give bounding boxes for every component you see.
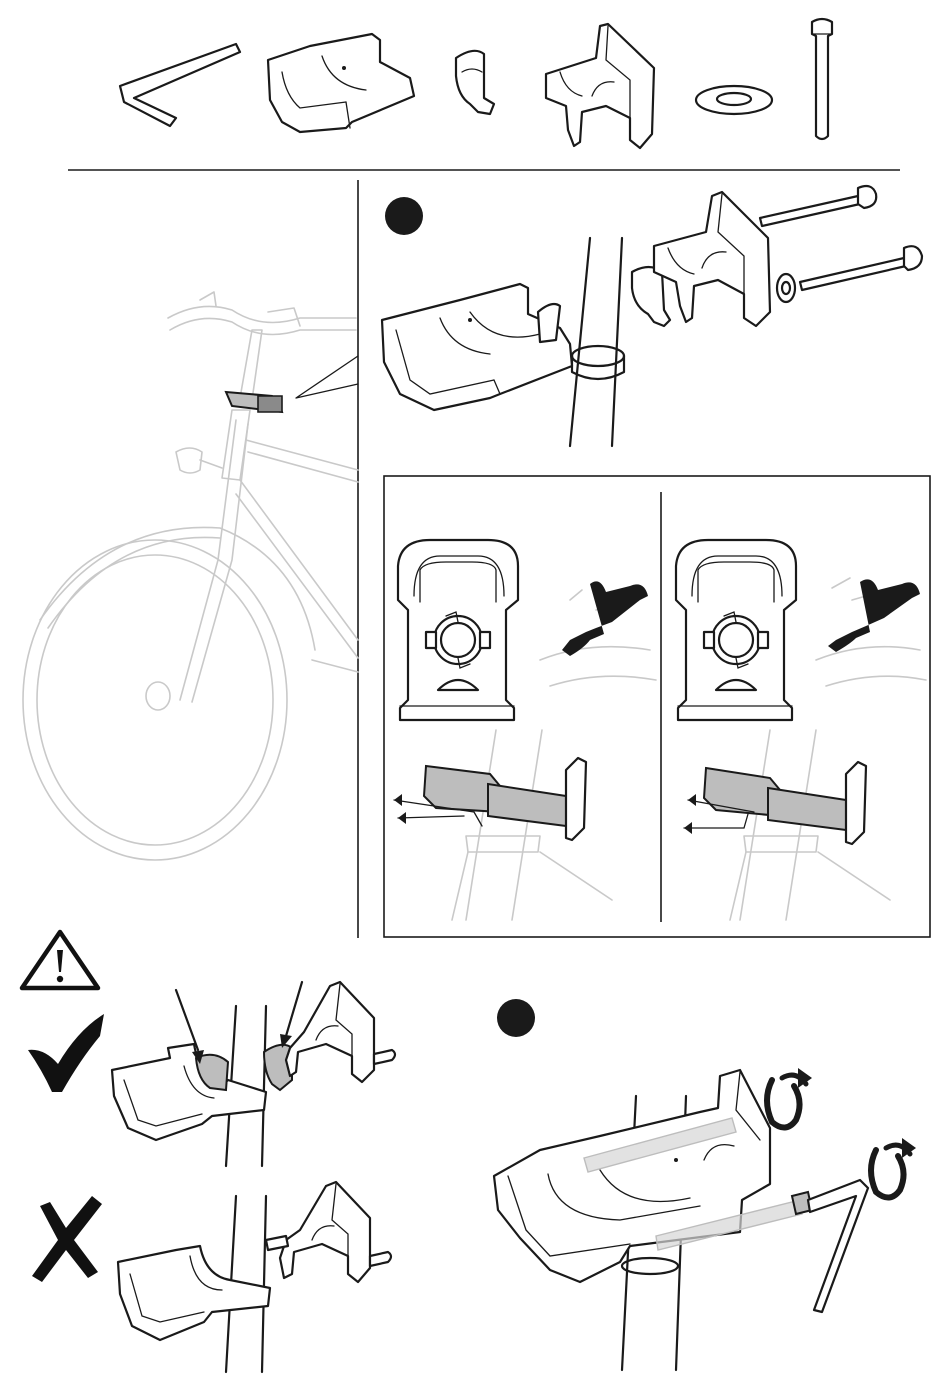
- clamp-rear-half-part: [546, 24, 654, 148]
- front-wheel: [23, 540, 287, 860]
- warning-section: [22, 932, 395, 1372]
- rotation-arrow-icon: [767, 1068, 812, 1128]
- orientation-panel: [384, 476, 930, 937]
- correct-assembly: [112, 982, 395, 1166]
- parts-row: [120, 19, 832, 148]
- hex-key-part: [120, 44, 240, 126]
- step-1-marker: [385, 197, 423, 235]
- clamp-insert-part: [456, 51, 494, 114]
- step-2-marker: [497, 999, 535, 1037]
- washer-part: [696, 86, 772, 114]
- checkmark-icon: [28, 1014, 104, 1092]
- bolt-part: [812, 19, 832, 139]
- wrong-assembly: [118, 1182, 391, 1372]
- step-1: [382, 186, 922, 446]
- step-2-hex-key: [808, 1180, 868, 1312]
- step-1-front-clamp: [382, 284, 572, 410]
- cross-icon: [32, 1196, 102, 1282]
- warning-triangle-icon: [22, 932, 98, 988]
- bicycle-illustration: [23, 292, 358, 860]
- rotation-arrow-icon: [871, 1138, 916, 1198]
- step-2: [494, 999, 916, 1370]
- step-1-rear-clamp: [654, 192, 770, 326]
- clamp-front-half-part: [268, 34, 414, 132]
